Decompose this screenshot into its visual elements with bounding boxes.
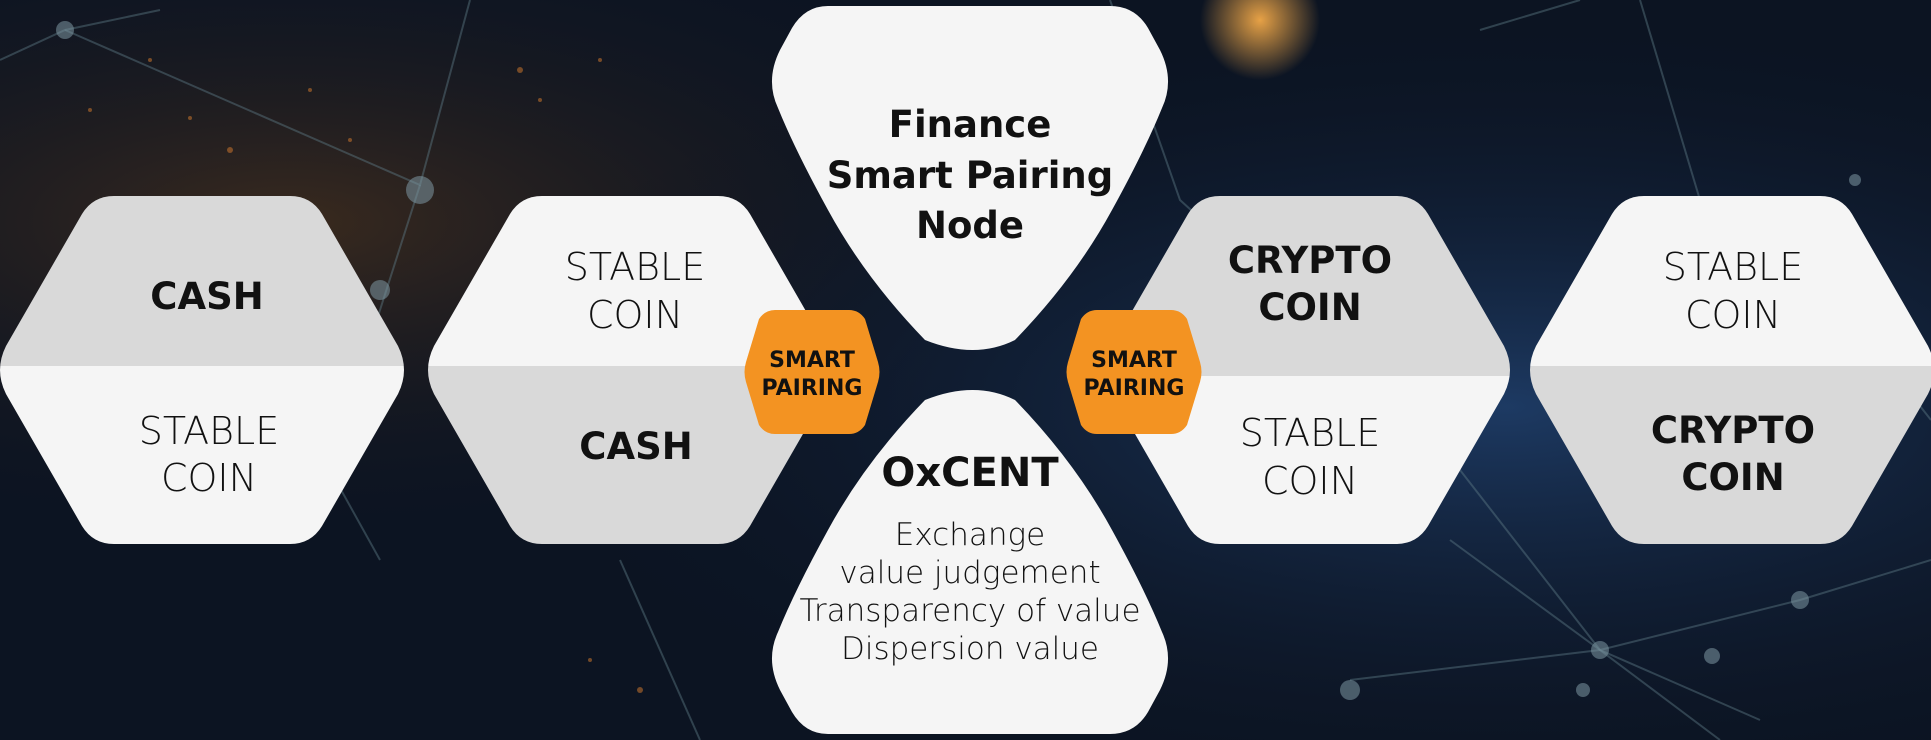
hex-d-top-line-2: COIN: [1685, 293, 1781, 337]
hex-b-top-line-2: COIN: [587, 293, 683, 337]
center-bottom-hexagon: [771, 390, 1169, 734]
center-bottom-line-2: value judgement: [839, 555, 1100, 591]
hex-a-bottom-line-1: STABLE: [139, 409, 279, 453]
hex-c-top-line-1: CRYPTO: [1228, 239, 1392, 282]
center-top-hexagon: [771, 6, 1169, 350]
badge-right-line-2: PAIRING: [1084, 376, 1185, 401]
hex-d-bottom-line-2: COIN: [1681, 456, 1784, 499]
hex-d-top-line-1: STABLE: [1663, 245, 1803, 289]
badge-left-line-1: SMART: [769, 348, 855, 373]
center-top-line-1: Finance: [889, 103, 1052, 146]
smart-pairing-badge-left: [744, 310, 880, 434]
hex-a-bottom-line-2: COIN: [161, 456, 257, 500]
center-top-line-2: Smart Pairing: [827, 154, 1114, 197]
center-bottom-line-4: Dispersion value: [841, 631, 1099, 667]
hex-c-top-line-2: COIN: [1258, 286, 1361, 329]
hex-a-top-label: CASH: [150, 275, 263, 318]
hex-d-bottom-line-1: CRYPTO: [1651, 409, 1815, 452]
center-bottom-line-1: Exchange: [895, 517, 1045, 553]
hex-b-bottom-label: CASH: [579, 425, 692, 468]
hex-c-bottom-line-1: STABLE: [1240, 411, 1380, 455]
hex-c-bottom-line-2: COIN: [1262, 459, 1358, 503]
hex-b-top-line-1: STABLE: [565, 245, 705, 289]
center-bottom-title: OxCENT: [881, 450, 1059, 496]
badge-left-line-2: PAIRING: [762, 376, 863, 401]
badge-right-line-1: SMART: [1091, 348, 1177, 373]
center-top-line-3: Node: [916, 204, 1024, 247]
center-bottom-line-3: Transparency of value: [799, 593, 1140, 629]
smart-pairing-badge-right: [1066, 310, 1202, 434]
